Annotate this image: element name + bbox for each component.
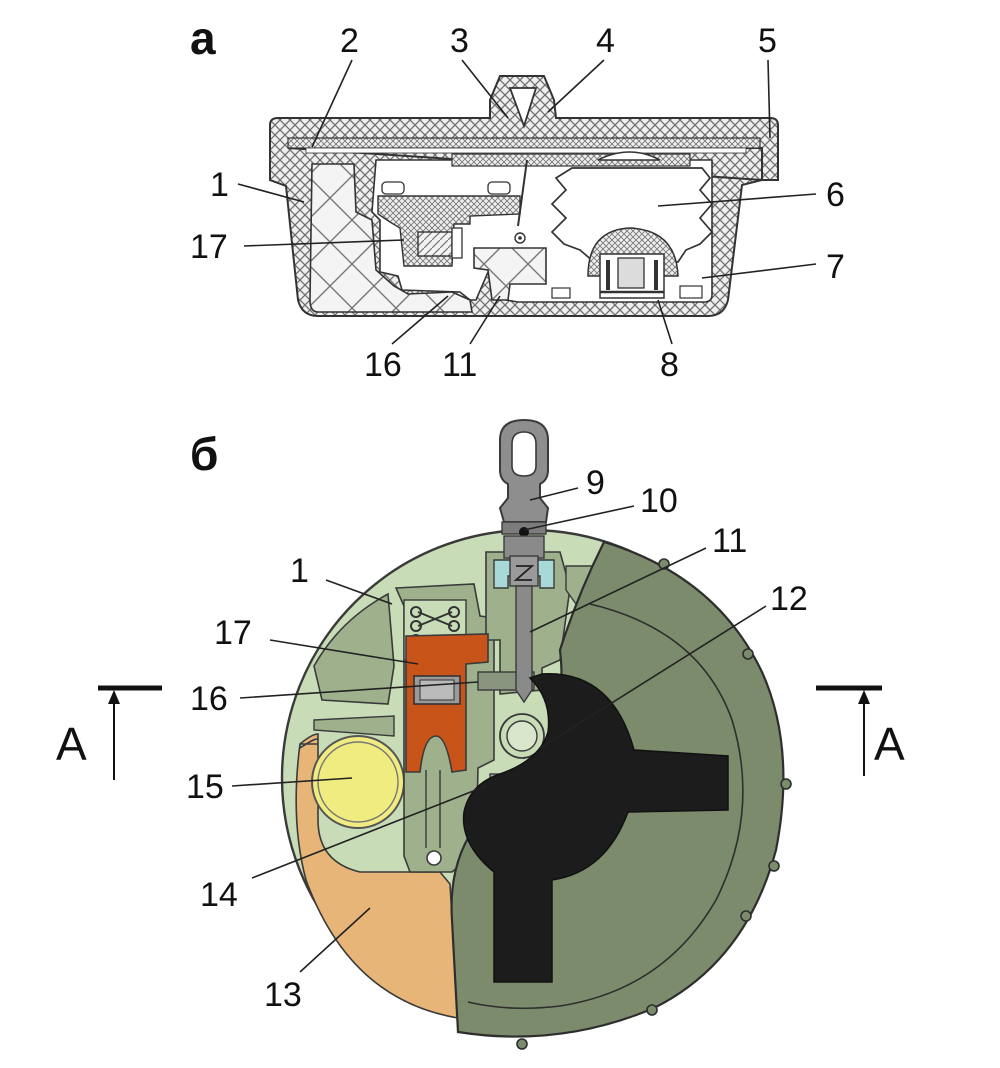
callout-a-1: 1 — [210, 166, 229, 204]
callout-a-16: 16 — [364, 346, 402, 384]
pull-ring-hole-b — [511, 431, 537, 477]
callout-b-12: 12 — [770, 580, 808, 618]
pin-shaft-b — [503, 535, 545, 559]
firing-rod-a — [517, 159, 528, 227]
callout-a-8: 8 — [660, 346, 679, 384]
bellows-top-a — [597, 151, 661, 161]
callout-b-15: 15 — [186, 768, 224, 806]
tan-compartment-b — [295, 733, 459, 1019]
callout-b-17: 17 — [214, 614, 252, 652]
section-label-right: A — [874, 718, 905, 770]
callout-b-16: 16 — [190, 680, 228, 718]
callout-b-11: 11 — [712, 522, 747, 560]
firing-pin-b — [515, 585, 533, 704]
pin-zigzag-b — [513, 565, 535, 581]
coil-16-inner-b — [419, 679, 455, 701]
hub-b — [462, 673, 729, 983]
bellows-a — [550, 167, 714, 263]
callout-a-5: 5 — [758, 22, 777, 60]
callout-b-14: 14 — [200, 876, 238, 914]
callout-b-10: 10 — [640, 482, 678, 520]
callout-a-6: 6 — [826, 176, 845, 214]
section-arrowhead-left — [108, 690, 120, 704]
callout-b-1: 1 — [290, 552, 309, 590]
section-arrowhead-right — [858, 690, 870, 704]
cover-gap-a — [305, 147, 747, 154]
callout-a-4: 4 — [596, 22, 615, 60]
fuse-pin-right-a — [654, 260, 658, 290]
knob-a — [508, 87, 538, 129]
bolt-head-left-a — [381, 181, 405, 195]
fuse-pin-left-a — [606, 260, 610, 290]
mount-hole-b — [426, 850, 442, 866]
callout-a-17: 17 — [190, 228, 228, 266]
left-arc-channel-b — [313, 592, 395, 705]
callout-a-3: 3 — [450, 22, 469, 60]
cover-inner-ring-b — [467, 603, 744, 1010]
section-label-left: A — [56, 718, 87, 770]
cover-rivets-b — [516, 558, 792, 1050]
bushing-inner-b — [506, 720, 538, 752]
callout-b-9: 9 — [586, 464, 605, 502]
callout-a-11: 11 — [442, 346, 477, 384]
plan-view-b: б 9 10 11 12 1 17 16 15 14 13 A A — [56, 418, 905, 1050]
bolt-head-right-a — [487, 181, 511, 195]
section-view-a: а 2 3 4 5 1 17 6 7 16 11 8 — [190, 12, 845, 384]
part-b-letter: б — [190, 428, 218, 480]
callout-b-13: 13 — [264, 976, 302, 1014]
yellow-disk-b — [311, 735, 405, 829]
pin-head-b — [509, 555, 539, 587]
cover-plate-a — [287, 137, 761, 149]
pivot-dot-a — [518, 236, 522, 240]
left-block-a — [309, 163, 473, 313]
yellow-disk-rim-b — [317, 741, 399, 823]
fuse-core-a — [617, 257, 645, 289]
rib-left-a — [551, 287, 571, 299]
coil-cap-a — [451, 227, 463, 259]
callout-a-7: 7 — [826, 248, 845, 286]
rib-right-a — [679, 285, 703, 299]
slider-block-a — [473, 247, 547, 301]
callout-a-2: 2 — [340, 22, 359, 60]
left-slot-b — [313, 715, 395, 737]
spring-coil-a — [417, 231, 453, 257]
part-a-letter: а — [190, 12, 216, 64]
